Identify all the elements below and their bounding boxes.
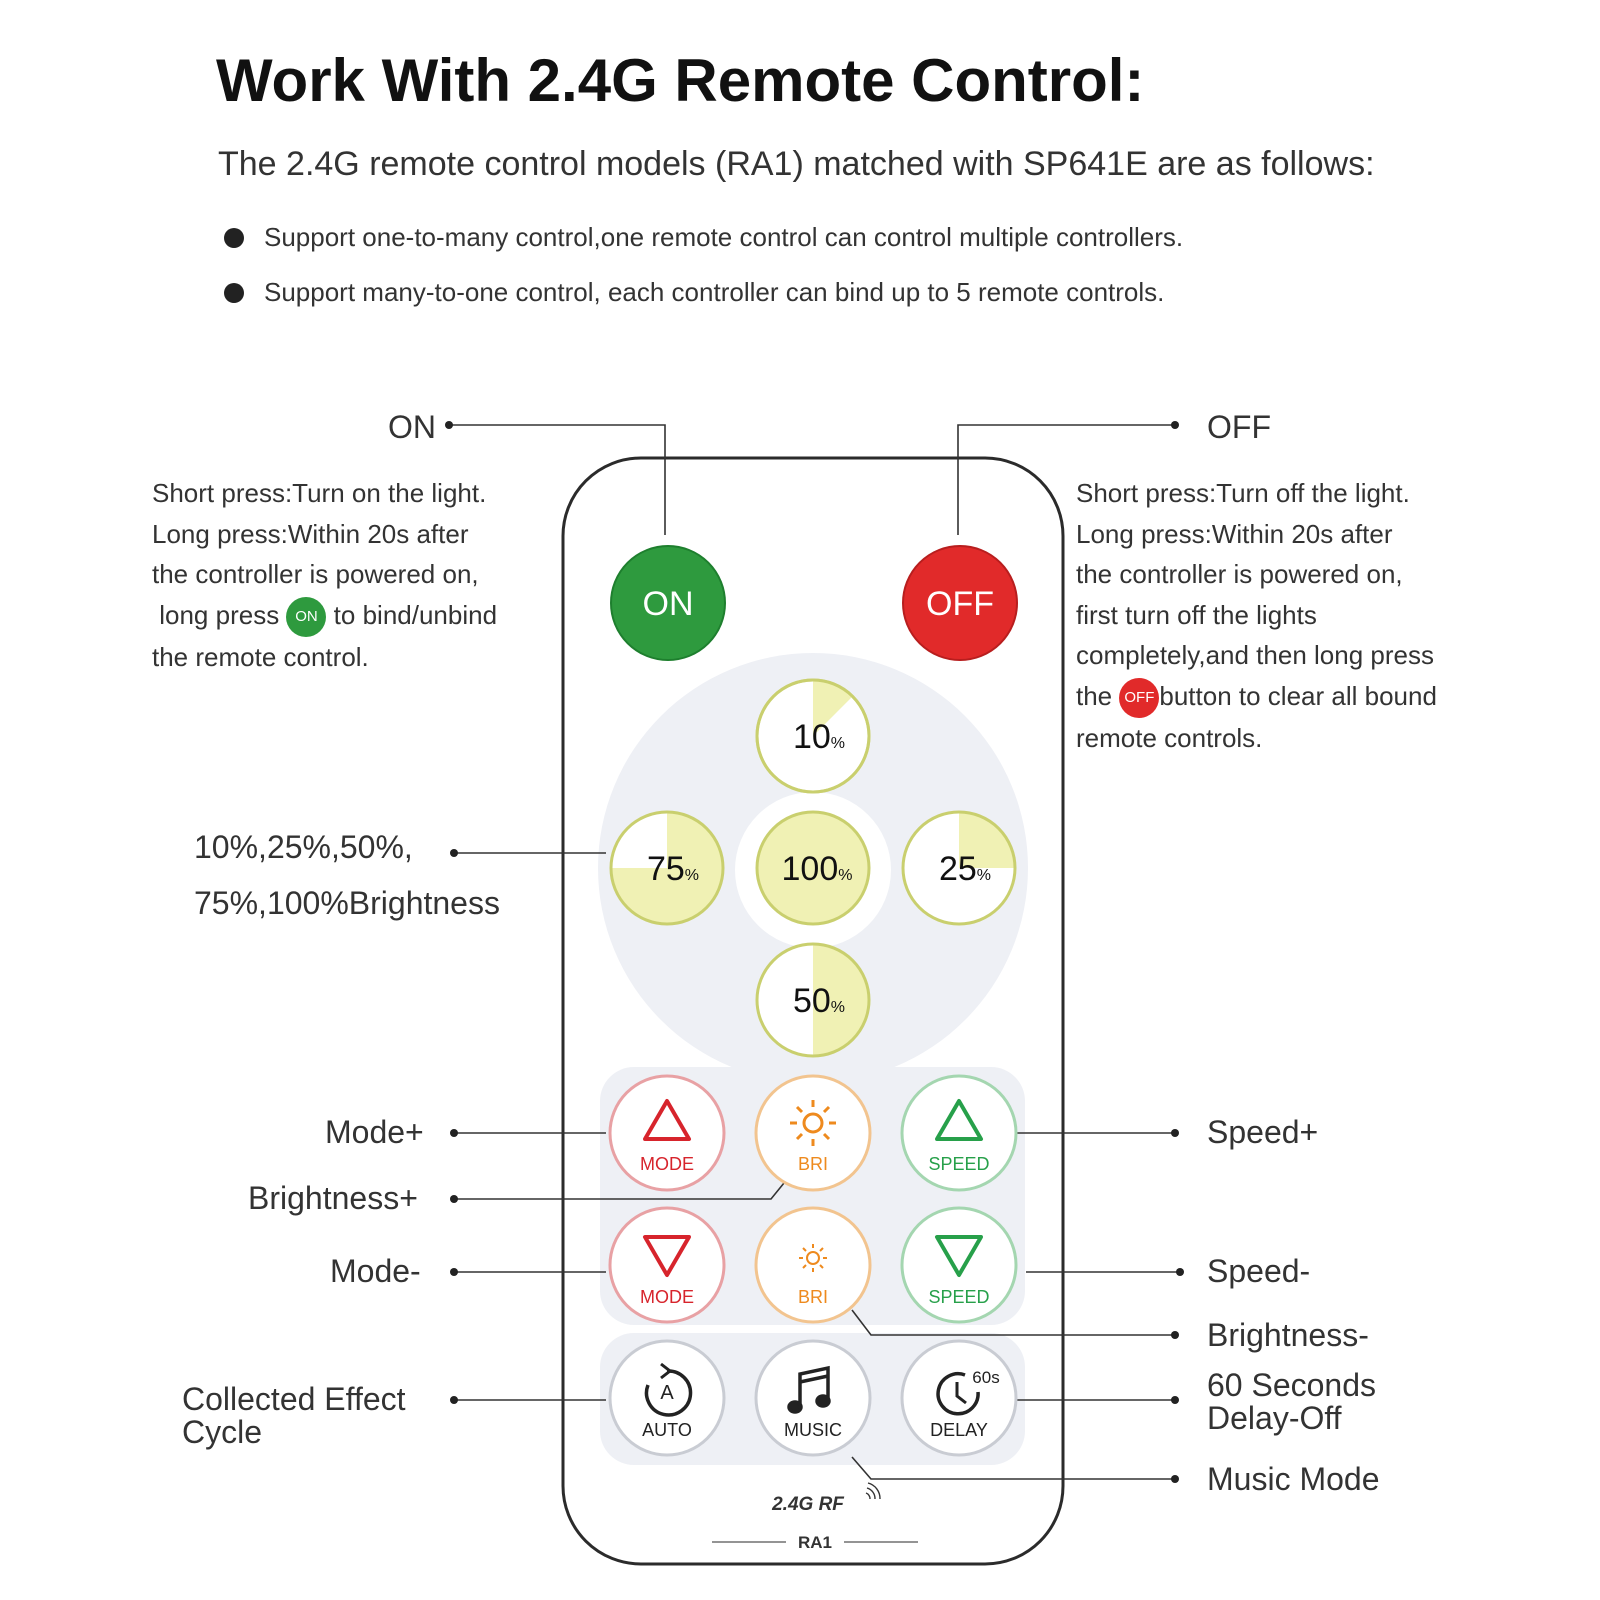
mode-plus-label: MODE: [640, 1154, 694, 1174]
off-label: OFF: [1207, 409, 1271, 445]
brightness-75-button[interactable]: 75%: [609, 810, 725, 926]
bri-plus-label: BRI: [798, 1154, 828, 1174]
bullet-item: Support one-to-many control,one remote c…: [224, 222, 1183, 253]
timer-icon: 60s: [936, 1368, 1000, 1416]
delay-off-label-line2: Delay-Off: [1207, 1400, 1342, 1436]
bullet-dot-icon: [224, 283, 244, 303]
auto-label: AUTO: [642, 1420, 692, 1440]
music-note-icon: [787, 1365, 831, 1414]
on-description: Short press:Turn on the light. Long pres…: [152, 478, 498, 672]
bullet-text: Support one-to-many control,one remote c…: [264, 222, 1184, 252]
bri-minus-label: BRI: [798, 1287, 828, 1307]
off-description: Short press:Turn off the light. Long pre…: [1076, 478, 1437, 753]
auto-cycle-icon: A: [644, 1362, 693, 1417]
brightness-10-label: 10%: [793, 718, 845, 756]
svg-text:60s: 60s: [972, 1368, 999, 1387]
speed-minus-button[interactable]: SPEED: [900, 1206, 1018, 1324]
on-chip-icon: ON: [286, 596, 327, 637]
brightness-levels-label-line1: 10%,25%,50%,: [194, 829, 413, 865]
triangle-down-icon: [643, 1235, 691, 1277]
triangle-up-icon: [643, 1099, 691, 1141]
sun-small-icon: [799, 1244, 827, 1272]
bri-plus-button[interactable]: BRI: [754, 1074, 872, 1192]
delay-button[interactable]: 60s DELAY: [900, 1339, 1018, 1457]
off-chip-icon: OFF: [1119, 677, 1160, 718]
bullet-dot-icon: [224, 228, 244, 248]
delay-label: DELAY: [930, 1420, 988, 1440]
rf-brand-text: 2.4G RF: [771, 1494, 845, 1515]
brightness-50-button[interactable]: 50%: [755, 942, 871, 1058]
callout-lines: [450, 424, 1179, 1480]
off-button-label: OFF: [926, 585, 994, 623]
sun-icon: [790, 1100, 836, 1146]
music-label: MUSIC: [784, 1420, 842, 1440]
page-title: Work With 2.4G Remote Control:: [216, 47, 1145, 114]
brightness-100-button[interactable]: 100%: [755, 810, 871, 926]
mode-plus-button[interactable]: MODE: [608, 1074, 726, 1192]
mode-minus-label: MODE: [640, 1287, 694, 1307]
page-subtitle: The 2.4G remote control models (RA1) mat…: [218, 145, 1375, 183]
triangle-down-icon: [935, 1235, 983, 1277]
bullet-text: Support many-to-one control, each contro…: [264, 277, 1165, 307]
brightness-minus-label: Brightness-: [1207, 1317, 1369, 1353]
off-button[interactable]: OFF: [902, 545, 1018, 661]
svg-text:A: A: [660, 1382, 674, 1404]
speed-minus-label: Speed-: [1207, 1253, 1311, 1289]
collected-effect-label-line2: Cycle: [182, 1414, 263, 1450]
collected-effect-label-line1: Collected Effect: [182, 1381, 406, 1417]
callout-dots: [445, 421, 1184, 1483]
music-mode-label: Music Mode: [1207, 1461, 1380, 1497]
speed-plus-button[interactable]: SPEED: [900, 1074, 1018, 1192]
brightness-10-button[interactable]: 10%: [755, 678, 871, 794]
on-button[interactable]: ON: [610, 545, 726, 661]
mode-plus-label: Mode+: [325, 1114, 424, 1150]
wireless-signal-icon: [865, 1482, 881, 1500]
triangle-up-icon: [935, 1099, 983, 1141]
on-label: ON: [388, 409, 436, 445]
model-name: RA1: [798, 1533, 832, 1552]
speed-plus-label: SPEED: [928, 1154, 989, 1174]
brightness-25-button[interactable]: 25%: [901, 810, 1017, 926]
brightness-25-label: 25%: [939, 850, 991, 888]
mode-minus-label: Mode-: [330, 1253, 421, 1289]
brightness-plus-label: Brightness+: [248, 1180, 418, 1216]
brightness-50-label: 50%: [793, 982, 845, 1020]
bri-minus-button[interactable]: BRI: [754, 1206, 872, 1324]
on-button-label: ON: [643, 585, 694, 623]
brightness-75-label: 75%: [647, 850, 699, 888]
bullet-item: Support many-to-one control, each contro…: [224, 277, 1164, 308]
speed-minus-label: SPEED: [928, 1287, 989, 1307]
brightness-100-label: 100%: [782, 850, 853, 888]
brightness-levels-label-line2: 75%,100%Brightness: [194, 885, 500, 921]
music-button[interactable]: MUSIC: [754, 1339, 872, 1457]
speed-plus-label: Speed+: [1207, 1114, 1319, 1150]
mode-minus-button[interactable]: MODE: [608, 1206, 726, 1324]
delay-off-label-line1: 60 Seconds: [1207, 1367, 1377, 1403]
auto-button[interactable]: A AUTO: [608, 1339, 726, 1457]
